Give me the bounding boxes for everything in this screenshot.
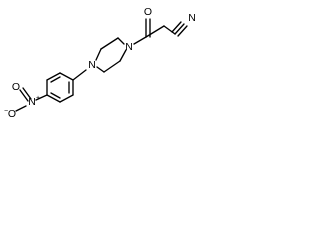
nitro-group: [15, 87, 48, 112]
bond-pip-2: [100, 37, 119, 50]
bond-nitro-n-to-o-top-double: [22, 87, 32, 100]
benzene-ring: [46, 72, 74, 103]
bond-ring-inner-1: [50, 76, 61, 83]
bond-nitro-n-to-ring: [35, 94, 48, 101]
bond-ring-to-piperazine: [72, 69, 87, 81]
bond-pip-1: [95, 48, 102, 61]
bond-ring-2: [46, 72, 61, 81]
bond-pip-3: [117, 37, 125, 45]
bond-nitro-n-to-o-top: [19, 89, 29, 102]
bond-nitrile-triple-1: [174, 23, 185, 35]
bond-pip-4: [119, 49, 127, 62]
chemical-structure: N + O O − N N O N: [4, 6, 196, 120]
atom-nitrile-n: N: [188, 12, 196, 24]
bond-pip-6: [96, 66, 105, 73]
bond-carbonyl-to-ch2: [145, 25, 165, 38]
bond-ring-3: [59, 72, 74, 81]
bond-ring-5: [59, 94, 74, 103]
bond-nitro-n-to-o-bottom: [15, 105, 27, 112]
bond-pip-5: [103, 60, 121, 73]
atom-carbonyl-o: O: [144, 6, 152, 18]
cyanoacetyl-chain: [133, 18, 188, 45]
atom-nitro-o-bottom: O: [8, 108, 16, 120]
bond-ch2-to-nitrile-c: [163, 25, 176, 35]
bond-ring-inner-3: [50, 92, 61, 99]
bond-ring-6: [46, 94, 61, 103]
bond-nitrile-triple-2: [177, 25, 188, 37]
atom-nitro-o-top: O: [12, 81, 20, 93]
atom-piperazine-n-right: N: [125, 41, 133, 53]
atom-nitro-o-charge: −: [4, 108, 8, 115]
bond-nitrile-triple-3: [171, 21, 182, 33]
atom-nitro-n-charge: +: [36, 95, 40, 102]
atom-nitro-n: N: [28, 96, 36, 108]
bond-n-to-carbonyl-c: [133, 36, 147, 45]
atom-piperazine-n-left: N: [88, 59, 96, 71]
piperazine-ring: [95, 37, 127, 73]
